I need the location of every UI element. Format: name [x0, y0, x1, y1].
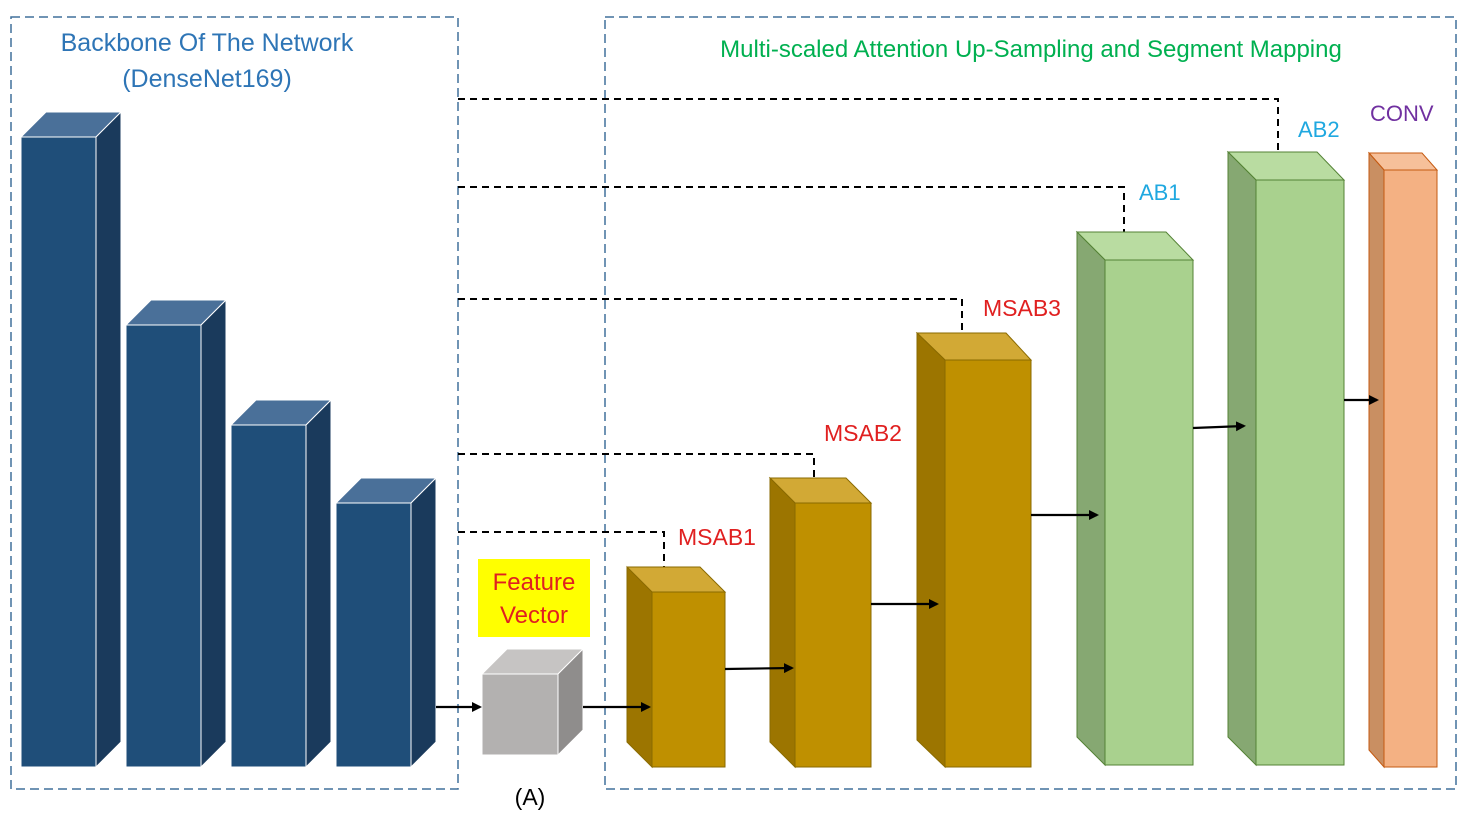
msab3-block	[915, 331, 1033, 769]
backbone-block-2	[124, 298, 228, 769]
msab1-block	[626, 565, 727, 769]
ab2-label: AB2	[1298, 117, 1340, 142]
arrow-msab1-to-msab2	[724, 663, 794, 674]
ab1-label: AB1	[1139, 180, 1181, 205]
skip-connection-ab1	[458, 186, 1129, 242]
feature-vector-cube	[480, 647, 585, 757]
backbone-block-1	[19, 110, 123, 769]
skip-connection-msab1	[458, 531, 669, 584]
msab1-label: MSAB1	[678, 524, 756, 550]
msab2-block	[768, 476, 873, 769]
backbone-title-line2: (DenseNet169)	[122, 65, 292, 93]
backbone-block-4	[334, 476, 438, 769]
backbone-block-3	[229, 398, 333, 769]
backbone-title-line1: Backbone Of The Network	[61, 29, 354, 57]
decoder-frame	[604, 16, 1457, 790]
figure-caption: (A)	[515, 784, 546, 810]
feature-vector-label-bg	[478, 559, 590, 637]
conv-block	[1367, 151, 1439, 769]
decoder-title: Multi-scaled Attention Up-Sampling and S…	[720, 36, 1342, 63]
skip-connection-msab2	[458, 453, 819, 494]
ab2-block	[1226, 150, 1346, 767]
msab3-label: MSAB3	[983, 295, 1061, 321]
feature-vector-label-line2: Vector	[500, 602, 568, 629]
skip-connection-msab3	[458, 298, 967, 351]
msab2-label: MSAB2	[824, 420, 902, 446]
ab1-block	[1075, 230, 1195, 767]
conv-label: CONV	[1370, 101, 1434, 126]
arrow-ab1-to-ab2	[1192, 421, 1246, 432]
backbone-frame	[10, 16, 459, 790]
skip-connection-ab2	[458, 98, 1283, 162]
feature-vector-label-line1: Feature	[493, 569, 576, 596]
